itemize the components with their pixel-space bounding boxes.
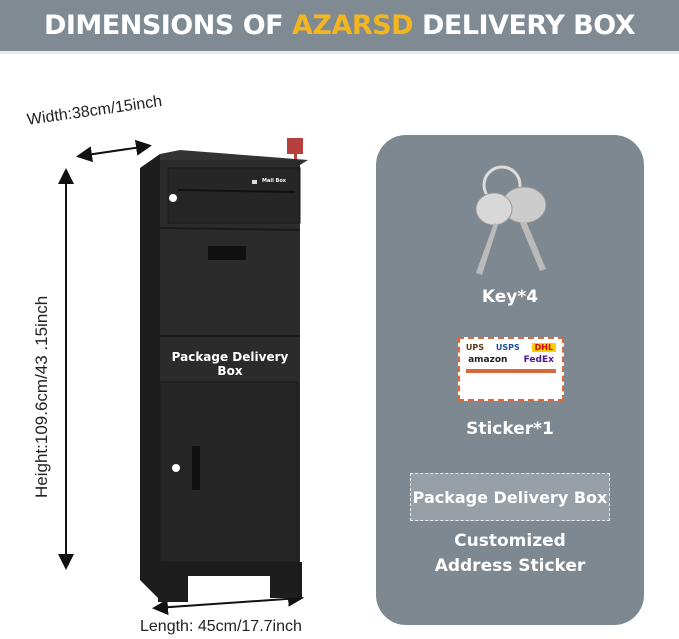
flag-icon [287, 138, 303, 162]
page-title: DIMENSIONS OF AZARSD DELIVERY BOX [43, 10, 636, 41]
sticker-label: Sticker*1 [466, 419, 554, 439]
box-front-label: Package Delivery Box [171, 350, 289, 378]
address-sticker-sample: Package Delivery Box [410, 473, 610, 521]
length-label: Length: 45cm/17.7inch [140, 618, 302, 635]
address-label-line2: Address Sticker [434, 556, 586, 576]
accessories-panel: Key*4 UPS USPS DHL amazon FedEx Sticker*… [376, 135, 644, 625]
title-banner: DIMENSIONS OF AZARSD DELIVERY BOX [0, 0, 679, 54]
mail-box-label: Mail Box [262, 178, 286, 184]
width-arrow [76, 139, 152, 163]
height-label: Height:109.6cm/43 .15inch [32, 295, 51, 498]
address-label-line1: Customized [454, 531, 566, 551]
keys-icon [475, 165, 547, 275]
length-arrow [152, 590, 304, 616]
carrier-sticker: UPS USPS DHL amazon FedEx [458, 337, 564, 401]
keys-label: Key*4 [481, 287, 539, 307]
brand-name: AZARSD [292, 10, 414, 41]
